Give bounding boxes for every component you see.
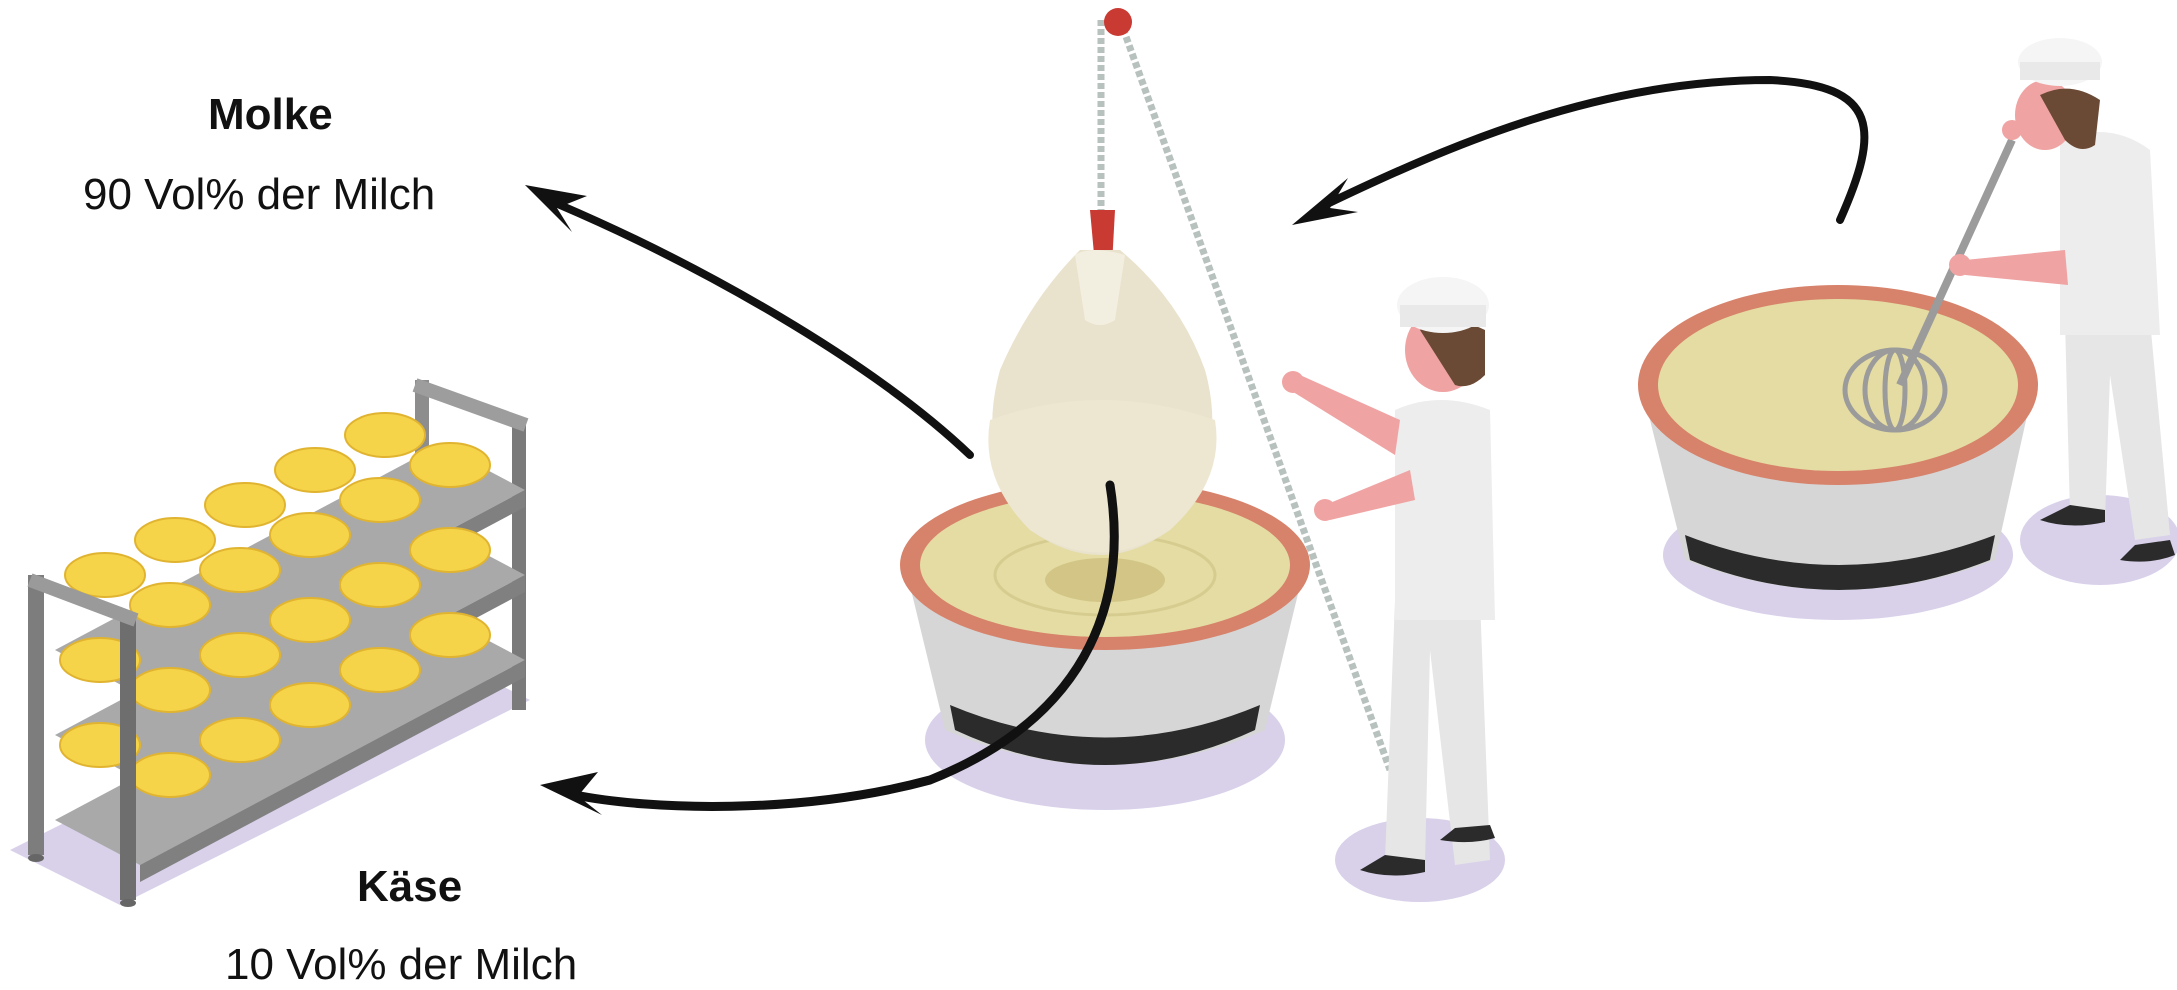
- kaese-subtitle: 10 Vol% der Milch: [225, 940, 577, 990]
- molke-title: Molke: [208, 90, 333, 140]
- stirring-vat-icon: [1638, 140, 2038, 620]
- cheese-rack-icon: [10, 380, 530, 907]
- arrow-stir-to-hang: [1325, 80, 1864, 220]
- arrow-to-molke: [560, 205, 970, 455]
- molke-subtitle: 90 Vol% der Milch: [83, 170, 435, 220]
- kaese-title: Käse: [357, 862, 462, 912]
- hanging-curd-bag-vat-icon: [900, 8, 1390, 810]
- cheesemaker-icon: [1282, 277, 1505, 902]
